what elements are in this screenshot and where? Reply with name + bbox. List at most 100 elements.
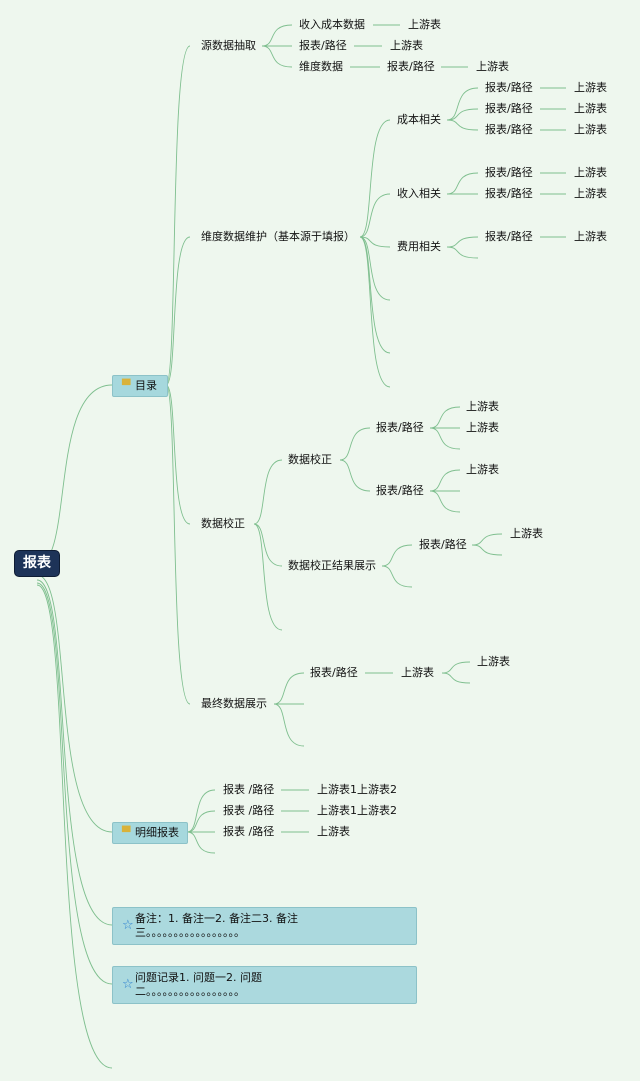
connector-9: [261, 24, 293, 47]
node-mingxi-item-2[interactable]: 报表 /路径: [223, 804, 275, 817]
node-yuan-item-3[interactable]: 维度数据: [299, 60, 343, 73]
connector-50: [273, 672, 305, 705]
node-mingxi-item-3[interactable]: 报表 /路径: [223, 825, 275, 838]
node-shouru[interactable]: 收入相关: [397, 187, 441, 200]
node-beizhu-label: 备注：1. 备注一2. 备注二3. 备注三。。。。。。。。。。。。。。。。。: [135, 912, 298, 939]
connector-56: [186, 789, 216, 833]
node-shouru-item-1[interactable]: 报表/路径: [485, 166, 533, 179]
node-feiyong-item-1[interactable]: 报表/路径: [485, 230, 533, 243]
connector-52: [273, 703, 305, 747]
node-zuizhong-r-m[interactable]: 上游表: [401, 666, 434, 679]
connector-47: [381, 565, 413, 588]
connector-48: [471, 533, 503, 546]
star-icon: ☆: [122, 918, 134, 933]
node-wenti-label: 问题记录1. 问题一2. 问题二。。。。。。。。。。。。。。。。。: [135, 971, 262, 998]
connector-11: [261, 45, 293, 68]
node-chengben-item-1-upstream[interactable]: 上游表: [574, 81, 607, 94]
node-jieguo-r[interactable]: 报表/路径: [419, 538, 467, 551]
connector-17: [359, 193, 391, 238]
folder-icon: ▀: [122, 379, 131, 392]
connector-23: [446, 108, 479, 121]
node-zuizhong-r[interactable]: 报表/路径: [310, 666, 358, 679]
folder-icon: ▀: [122, 826, 131, 839]
node-chengben-item-2[interactable]: 报表/路径: [485, 102, 533, 115]
connector-42: [429, 427, 461, 450]
connector-21: [359, 236, 391, 388]
star-icon: ☆: [122, 977, 134, 992]
node-weihu[interactable]: 维度数据维护（基本源于填报）: [201, 230, 355, 243]
connector-46: [381, 544, 413, 567]
node-yuan[interactable]: 源数据抽取: [201, 39, 256, 52]
node-mingxi[interactable]: ▀ 明细报表: [112, 822, 188, 844]
connector-57: [186, 810, 216, 833]
node-mulu-label: 目录: [135, 379, 157, 392]
connector-7: [165, 384, 191, 525]
connector-5: [165, 45, 191, 386]
node-wenti[interactable]: ☆ 问题记录1. 问题一2. 问题二。。。。。。。。。。。。。。。。。: [112, 966, 417, 1004]
connector-39: [339, 459, 371, 492]
node-mingxi-label: 明细报表: [135, 826, 179, 839]
node-mulu[interactable]: ▀ 目录: [112, 375, 168, 397]
connector-20: [359, 236, 391, 354]
connector-37: [253, 523, 283, 631]
node-jiaozheng-r2[interactable]: 报表/路径: [376, 484, 424, 497]
connector-24: [446, 119, 479, 131]
connector-25: [446, 172, 479, 195]
node-mingxi-item-1[interactable]: 报表 /路径: [223, 783, 275, 796]
node-jiaozheng-r1-u2[interactable]: 上游表: [466, 421, 499, 434]
node-chengben-item-2-upstream[interactable]: 上游表: [574, 102, 607, 115]
node-yuan-item-1[interactable]: 收入成本数据: [299, 18, 365, 31]
connector-43: [429, 469, 461, 492]
node-shouru-item-2-upstream[interactable]: 上游表: [574, 187, 607, 200]
connector-40: [429, 406, 461, 429]
connector-59: [186, 831, 216, 854]
connector-18: [359, 236, 391, 248]
node-jiaozheng-r1[interactable]: 报表/路径: [376, 421, 424, 434]
node-chengben-item-3[interactable]: 报表/路径: [485, 123, 533, 136]
node-mingxi-item-1-upstream[interactable]: 上游表1上游表2: [317, 783, 397, 796]
connector-55: [441, 672, 471, 684]
node-mingxi-item-2-upstream[interactable]: 上游表1上游表2: [317, 804, 397, 817]
connector-16: [359, 119, 391, 238]
node-zuizhong[interactable]: 最终数据展示: [201, 697, 267, 710]
connector-22: [446, 87, 479, 121]
connector-19: [359, 236, 391, 301]
connector-0: [36, 384, 113, 566]
connector-54: [441, 661, 471, 674]
node-feiyong[interactable]: 费用相关: [397, 240, 441, 253]
node-chengben[interactable]: 成本相关: [397, 113, 441, 126]
node-chengben-item-3-upstream[interactable]: 上游表: [574, 123, 607, 136]
node-beizhu[interactable]: ☆ 备注：1. 备注一2. 备注二3. 备注三。。。。。。。。。。。。。。。。。: [112, 907, 417, 945]
connector-49: [471, 544, 503, 556]
node-jiaozheng-sub[interactable]: 数据校正: [288, 453, 332, 466]
connector-2: [36, 579, 113, 926]
node-zuizhong-r-u[interactable]: 上游表: [477, 655, 510, 668]
node-mingxi-item-3-upstream[interactable]: 上游表: [317, 825, 350, 838]
node-shouru-item-2[interactable]: 报表/路径: [485, 187, 533, 200]
node-jiaozheng[interactable]: 数据校正: [201, 517, 245, 530]
node-yuan-item-1-upstream[interactable]: 上游表: [408, 18, 441, 31]
connector-36: [253, 523, 283, 567]
connector-35: [253, 459, 283, 525]
node-yuan-item-3-path[interactable]: 报表/路径: [387, 60, 435, 73]
connector-38: [339, 427, 371, 461]
node-jiaozheng-r2-u1[interactable]: 上游表: [466, 463, 499, 476]
node-feiyong-item-1-upstream[interactable]: 上游表: [574, 230, 607, 243]
node-yuan-item-3-upstream[interactable]: 上游表: [476, 60, 509, 73]
node-jieguo[interactable]: 数据校正结果展示: [288, 559, 376, 572]
connector-6: [165, 236, 191, 386]
node-yuan-item-2-upstream[interactable]: 上游表: [390, 39, 423, 52]
node-jieguo-r-u[interactable]: 上游表: [510, 527, 543, 540]
connector-27: [446, 236, 479, 248]
node-jiaozheng-r1-u1[interactable]: 上游表: [466, 400, 499, 413]
node-shouru-item-1-upstream[interactable]: 上游表: [574, 166, 607, 179]
connector-28: [446, 246, 479, 259]
node-yuan-item-2[interactable]: 报表/路径: [299, 39, 347, 52]
node-chengben-item-1[interactable]: 报表/路径: [485, 81, 533, 94]
connector-8: [165, 384, 191, 705]
connector-45: [429, 490, 461, 513]
connector-1: [36, 574, 113, 833]
root-node[interactable]: 报表: [14, 550, 60, 577]
